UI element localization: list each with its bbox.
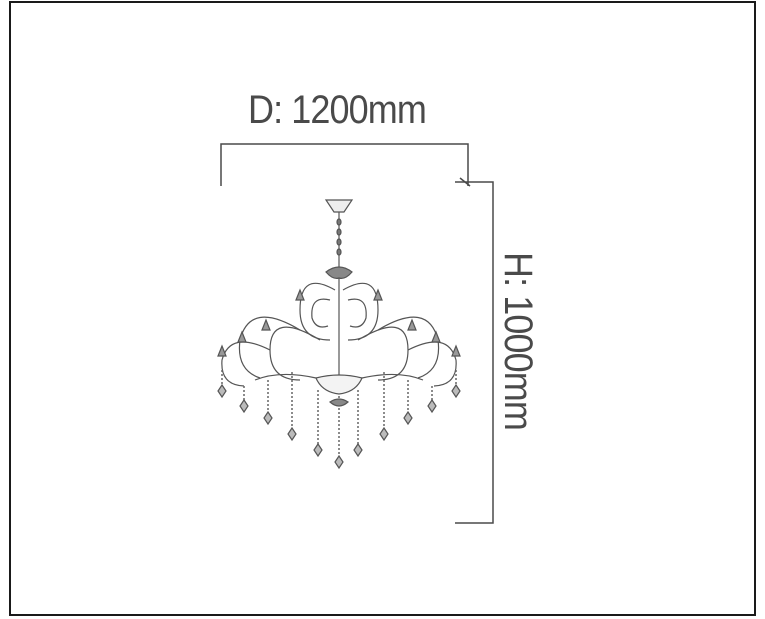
- diameter-dimension-line: [220, 143, 469, 186]
- drawing-frame: [9, 1, 756, 616]
- height-dimension-line: [455, 177, 494, 524]
- chandelier-illustration: [217, 199, 461, 470]
- diameter-label: D: 1200mm: [248, 88, 427, 132]
- height-label: H: 1000mm: [496, 252, 540, 430]
